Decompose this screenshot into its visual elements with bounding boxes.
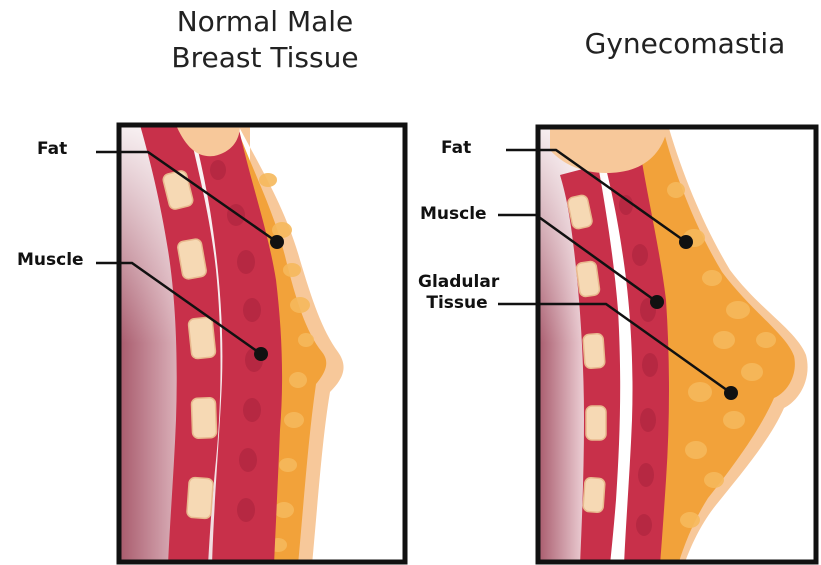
label-fat-normal: Fat: [37, 139, 67, 160]
glandular-marker-gynecomastia: [724, 386, 738, 400]
muscle-marker-normal: [254, 347, 268, 361]
label-glandular-tissue: Gladular Tissue: [418, 272, 496, 314]
fat-marker-gynecomastia: [679, 235, 693, 249]
panel-normal-illustration: [119, 125, 344, 565]
muscle-marker-gynecomastia: [650, 295, 664, 309]
label-glandular-line1: Gladular: [418, 272, 496, 293]
fat-marker-normal: [270, 235, 284, 249]
label-glandular-line2: Tissue: [418, 293, 496, 314]
label-muscle-gynecomastia: Muscle: [420, 204, 487, 225]
panel-gynecomastia-illustration: [538, 125, 808, 565]
label-muscle-normal: Muscle: [17, 250, 84, 271]
label-fat-gynecomastia: Fat: [441, 138, 471, 159]
